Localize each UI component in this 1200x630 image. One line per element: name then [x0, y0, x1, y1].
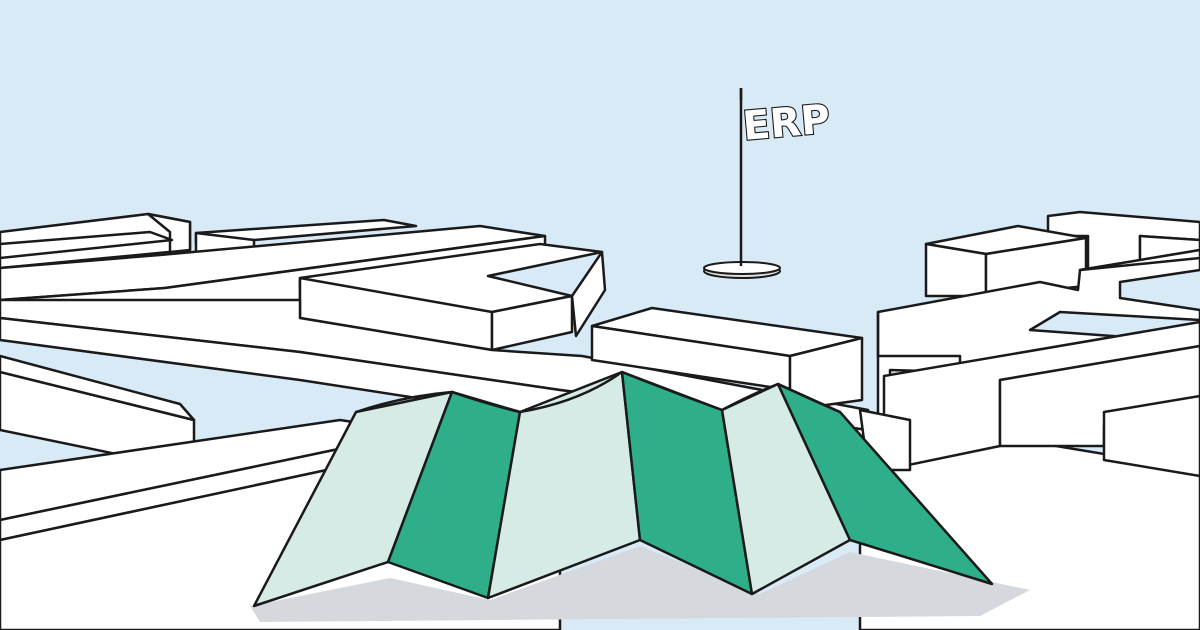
- maze-wall-right-back: [924, 210, 1200, 298]
- maze-wall-right-front: [858, 320, 1200, 478]
- maze-wall-left-mid: [298, 242, 607, 352]
- maze-wall-left-lower: [0, 354, 422, 542]
- map-top-edge: [355, 370, 841, 414]
- flag-label: ERP: [741, 97, 832, 150]
- maze-wall-center: [590, 306, 864, 412]
- map-shadow: [250, 546, 1030, 622]
- erp-flag: ERP: [703, 88, 833, 279]
- folded-map: [250, 370, 1030, 622]
